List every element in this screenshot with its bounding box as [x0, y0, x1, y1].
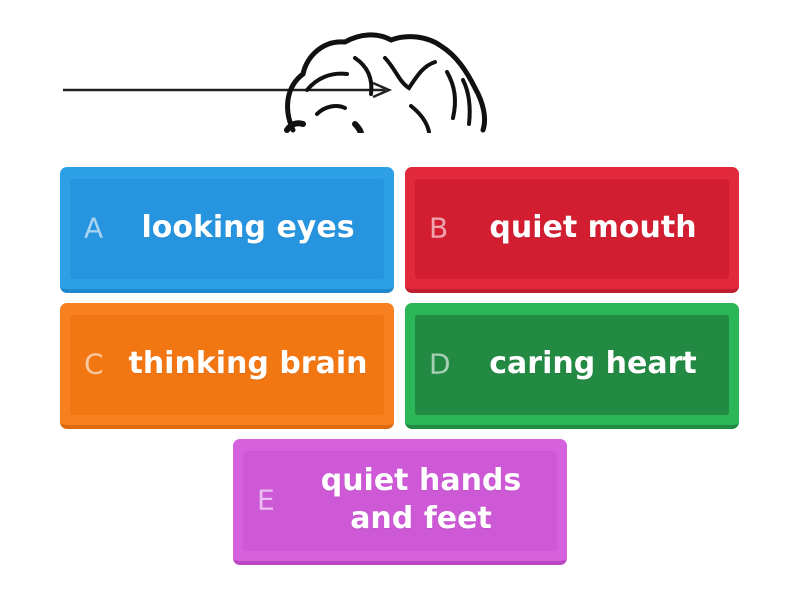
- answer-option-d[interactable]: D caring heart: [405, 303, 739, 429]
- answer-option-c[interactable]: C thinking brain: [60, 303, 394, 429]
- option-text: quiet hands and feet: [320, 463, 522, 536]
- brain-drawing-icon: [63, 32, 488, 137]
- answer-option-b[interactable]: B quiet mouth: [405, 167, 739, 293]
- option-text: looking eyes: [141, 210, 355, 245]
- option-inner-panel: [415, 179, 729, 279]
- option-inner-panel: [70, 315, 384, 415]
- answer-option-e[interactable]: E quiet hands and feet: [233, 439, 567, 565]
- answer-option-a[interactable]: A looking eyes: [60, 167, 394, 293]
- option-text: caring heart: [489, 346, 697, 381]
- option-letter: C: [84, 347, 104, 381]
- option-inner-panel: [70, 179, 384, 279]
- option-text: quiet mouth: [489, 210, 697, 245]
- question-image: [55, 28, 515, 137]
- option-letter: B: [429, 211, 449, 245]
- option-inner-panel: [415, 315, 729, 415]
- option-letter: D: [429, 347, 451, 381]
- option-inner-panel: [243, 451, 557, 551]
- option-letter: A: [84, 211, 104, 245]
- option-text: thinking brain: [128, 346, 368, 381]
- option-letter: E: [257, 483, 275, 517]
